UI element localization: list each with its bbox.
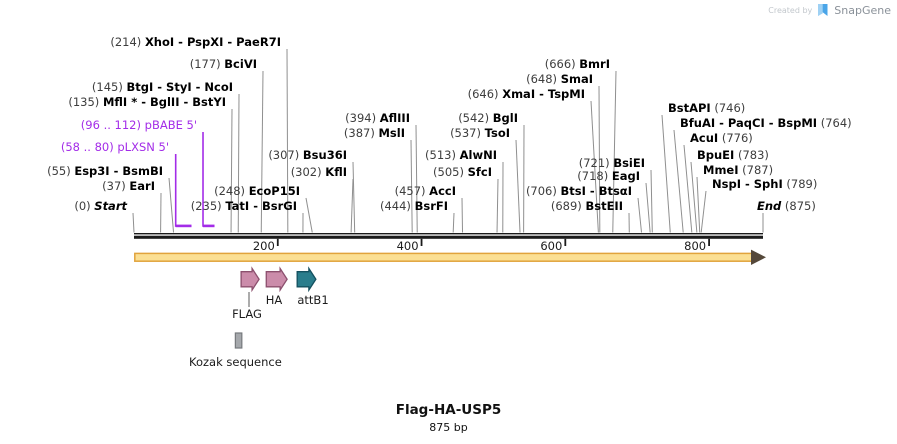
plasmid-length: 875 bp	[429, 421, 468, 434]
enzyme-connector-line	[650, 169, 653, 233]
enzyme-label-Esp3I[interactable]: (55) Esp3I - BsmBI	[47, 164, 163, 178]
enzyme-label-MslI[interactable]: (387) MslI	[344, 126, 405, 140]
enzyme-connector-line	[305, 197, 313, 233]
plasmid-title: Flag-HA-USP5	[395, 402, 502, 418]
enzyme-connector-line	[286, 48, 289, 233]
sequence-map: (96 .. 112) pBABE 5' (58 .. 80) pLXSN 5' (…	[47, 35, 852, 369]
enzyme-label-TatI[interactable]: (235) TatI - BsrGI	[191, 199, 297, 213]
ruler-tick-label: 200	[253, 239, 275, 253]
enzyme-connector-line	[598, 85, 601, 233]
enzyme-label-AlwNI[interactable]: (513) AlwNI	[425, 148, 497, 162]
enzyme-connector-line	[515, 139, 521, 233]
feature-arrow-FLAG[interactable]	[240, 266, 260, 293]
primer-label-pLXSN-5[interactable]: (58 .. 80) pLXSN 5'	[61, 140, 169, 154]
feature-label-Kozak-sequence: Kozak sequence	[189, 355, 282, 369]
feature-label-HA: HA	[266, 293, 283, 307]
enzyme-label-Bsu36I[interactable]: (307) Bsu36I	[268, 148, 347, 162]
enzyme-label-EagI[interactable]: (718) EagI	[577, 169, 640, 183]
enzyme-label-BciVI[interactable]: (177) BciVI	[190, 57, 257, 71]
enzyme-connector-line	[350, 178, 354, 233]
primer-bar-pBABE-5[interactable]	[203, 224, 215, 228]
enzyme-label-BstEII[interactable]: (689) BstEII	[551, 199, 623, 213]
ruler-tick-label: 600	[540, 239, 562, 253]
enzyme-label-BtsI[interactable]: (706) BtsI - BtsαI	[526, 184, 632, 198]
enzyme-label-Start[interactable]: (0) Start	[74, 199, 127, 213]
enzyme-label-SmaI[interactable]: (648) SmaI	[526, 72, 593, 86]
watermark: Created by SnapGene	[768, 3, 891, 17]
map-footer: Flag-HA-USP5 875 bp	[0, 402, 897, 434]
enzyme-label-BmrI[interactable]: (666) BmrI	[545, 57, 610, 71]
enzyme-connector-line	[132, 212, 135, 233]
enzyme-connector-line	[645, 182, 651, 233]
enzyme-label-MmeI[interactable]: MmeI (787)	[703, 163, 773, 177]
ruler-tick	[276, 238, 279, 246]
enzyme-connector-line	[661, 114, 671, 233]
snapgene-logo-icon	[818, 4, 828, 16]
enzyme-connector-line	[612, 70, 617, 233]
enzyme-label-SfcI[interactable]: (505) SfcI	[433, 165, 492, 179]
ruler-tick	[564, 238, 567, 246]
ruler-tick	[708, 238, 710, 246]
ruler-tick-label: 800	[684, 239, 706, 253]
enzyme-label-MflI[interactable]: (135) MflI * - BglII - BstYI	[68, 95, 226, 109]
enzyme-label-BpuEI[interactable]: BpuEI (783)	[697, 148, 769, 162]
enzyme-label-KflI[interactable]: (302) KflI	[291, 165, 347, 179]
ruler-tick-label: 400	[397, 239, 419, 253]
enzyme-label-BfuAI[interactable]: BfuAI - PaqCI - BspMI (764)	[680, 116, 852, 130]
sequence-arrow-head	[751, 249, 766, 265]
enzyme-label-TsoI[interactable]: (537) TsoI	[450, 126, 510, 140]
enzyme-connector-line	[415, 124, 418, 233]
feature-arrow-HA[interactable]	[265, 266, 288, 293]
enzyme-connector-line	[690, 161, 698, 233]
enzyme-connector-line	[696, 176, 701, 233]
enzyme-label-BsrFI[interactable]: (444) BsrFI	[380, 199, 448, 213]
sequence-arrow-shaft[interactable]	[134, 252, 753, 262]
enzyme-label-XhoI[interactable]: (214) XhoI - PspXI - PaeR7I	[110, 35, 281, 49]
enzyme-connector-line	[260, 70, 264, 233]
enzyme-connector-line	[683, 144, 693, 233]
enzyme-connector-line	[237, 93, 240, 233]
watermark-created-by: Created by	[768, 5, 813, 15]
enzyme-connector-line	[590, 100, 599, 233]
enzyme-connector-line	[496, 178, 499, 233]
enzyme-label-AccI[interactable]: (457) AccI	[395, 184, 456, 198]
feature-box-Kozak-sequence[interactable]	[234, 332, 243, 349]
enzyme-connector-line	[230, 108, 233, 233]
enzyme-connector-line	[461, 197, 464, 233]
enzyme-label-BstAPI[interactable]: BstAPI (746)	[668, 101, 745, 115]
feature-label-FLAG: FLAG	[232, 307, 262, 321]
sequence-line-bottom[interactable]	[134, 235, 763, 239]
enzyme-label-XmaI[interactable]: (646) XmaI - TspMI	[468, 87, 585, 101]
enzyme-label-BsiEI[interactable]: (721) BsiEI	[579, 156, 645, 170]
enzyme-connector-line	[673, 129, 684, 233]
enzyme-connector-line	[168, 177, 175, 233]
primer-label-pBABE-5[interactable]: (96 .. 112) pBABE 5'	[81, 118, 197, 132]
enzyme-connector-line	[452, 212, 455, 233]
enzyme-connector-line	[410, 139, 413, 233]
enzyme-connector-line	[637, 197, 643, 233]
watermark-brand: SnapGene	[834, 3, 891, 17]
enzyme-label-BtgI[interactable]: (145) BtgI - StyI - NcoI	[92, 80, 233, 94]
feature-label-attB1: attB1	[297, 293, 328, 307]
enzyme-label-AflIII[interactable]: (394) AflIII	[345, 111, 410, 125]
enzyme-label-NspI[interactable]: NspI - SphI (789)	[712, 177, 817, 191]
sequence-line-top[interactable]	[134, 233, 763, 235]
feature-arrow-attB1[interactable]	[296, 266, 317, 293]
primer-bar-pLXSN-5[interactable]	[175, 224, 192, 228]
enzyme-label-BglI[interactable]: (542) BglI	[458, 111, 518, 125]
ruler-tick	[420, 238, 423, 246]
enzyme-label-AcuI[interactable]: AcuI (776)	[690, 131, 753, 145]
enzyme-label-EarI[interactable]: (37) EarI	[102, 179, 155, 193]
enzyme-label-End[interactable]: End (875)	[757, 199, 816, 213]
enzyme-label-EcoP15I[interactable]: (248) EcoP15I	[214, 184, 300, 198]
enzyme-connector-line	[700, 190, 707, 233]
enzyme-connector-line	[352, 161, 356, 233]
